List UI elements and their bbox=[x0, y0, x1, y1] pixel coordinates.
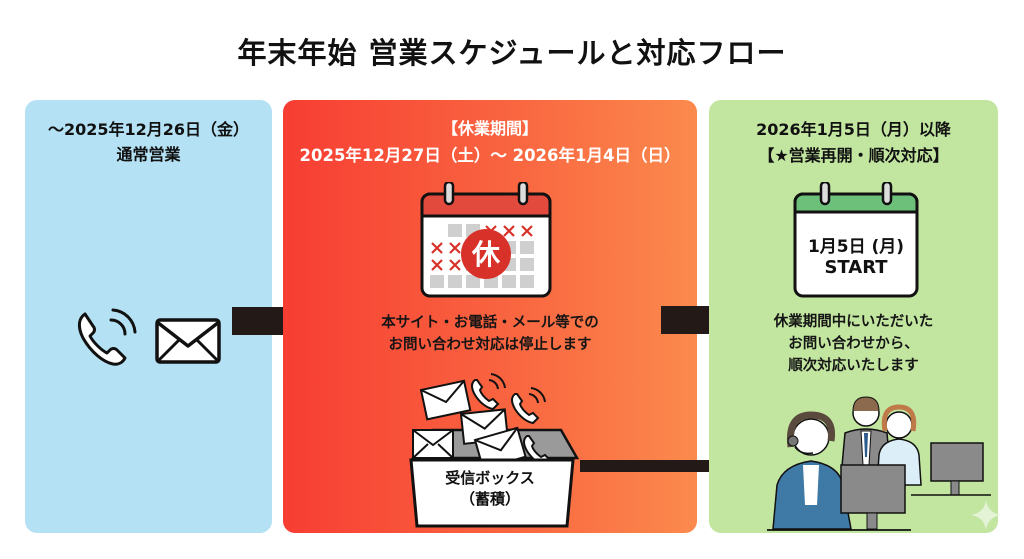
closed-calendar-icon: 休 bbox=[420, 182, 552, 298]
calendar-day-cell bbox=[448, 224, 462, 237]
restart-calendar-icon: 1月5日 (月) START bbox=[791, 182, 921, 300]
calendar-day-cell bbox=[448, 275, 462, 288]
holiday-date-range: 2025年12月27日（土）～ 2026年1月4日（日） bbox=[299, 146, 681, 165]
restart-message-line3: 順次対応いたします bbox=[788, 358, 919, 374]
sparkle-icon bbox=[971, 500, 1001, 530]
inbox-icon bbox=[409, 458, 575, 528]
restart-calendar-start: START bbox=[824, 257, 888, 278]
calendar-day-cell bbox=[520, 241, 534, 254]
before-date-range: ～2025年12月26日（金） bbox=[47, 120, 250, 139]
holiday-badge bbox=[461, 229, 511, 279]
closed-day-mark bbox=[431, 242, 443, 254]
operator-woman-front bbox=[767, 411, 911, 531]
holiday-badge-text: 休 bbox=[471, 238, 501, 271]
restart-status: 【★営業再開・順次対応】 bbox=[758, 146, 949, 165]
inbox-label-line2: （蓄積） bbox=[459, 490, 520, 508]
restart-date-range: 2026年1月5日（月）以降 bbox=[756, 120, 951, 139]
holiday-notice-line2: お問い合わせ対応は停止します bbox=[388, 337, 592, 353]
closed-day-mark bbox=[521, 225, 533, 237]
flow-arrow-inbox-to-operators bbox=[580, 446, 764, 486]
holiday-notice-line1: 本サイト・お電話・メール等での bbox=[381, 315, 599, 331]
phone-icon bbox=[511, 387, 546, 425]
restart-calendar-date: 1月5日 (月) bbox=[807, 237, 905, 257]
inbox-illustration bbox=[409, 373, 580, 528]
envelope-icon bbox=[412, 429, 454, 459]
closed-day-mark bbox=[449, 242, 461, 254]
calendar-day-cell bbox=[430, 275, 444, 288]
phone-icon bbox=[77, 308, 137, 366]
closed-day-mark bbox=[503, 225, 515, 237]
inbox-label-line1: 受信ボックス bbox=[445, 469, 535, 487]
calendar-day-cell bbox=[520, 275, 534, 288]
before-status: 通常営業 bbox=[116, 145, 181, 164]
calendar-day-cell bbox=[466, 275, 480, 288]
page-title: 年末年始 営業スケジュールと対応フロー bbox=[237, 36, 787, 70]
operator-woman-back bbox=[876, 404, 991, 496]
restart-panel: 2026年1月5日（月）以降 【★営業再開・順次対応】 1月5日 (月) STA… bbox=[709, 100, 1001, 533]
holiday-label: 【休業期間】 bbox=[441, 119, 538, 138]
restart-message-line2: お問い合わせから、 bbox=[788, 336, 919, 352]
phone-icon bbox=[471, 373, 506, 411]
holiday-period-panel: 【休業期間】 2025年12月27日（土）～ 2026年1月4日（日） 休 本サ… bbox=[283, 100, 697, 533]
envelope-icon bbox=[419, 379, 472, 421]
before-holiday-panel: ～2025年12月26日（金） 通常営業 bbox=[25, 100, 272, 533]
calendar-day-cell bbox=[520, 258, 534, 271]
restart-message-line1: 休業期間中にいただいた bbox=[773, 314, 934, 330]
closed-day-mark bbox=[449, 259, 461, 271]
calendar-day-cell bbox=[502, 275, 516, 288]
call-center-operators-illustration bbox=[767, 396, 991, 531]
closed-day-mark bbox=[431, 259, 443, 271]
envelope-icon bbox=[155, 318, 221, 364]
